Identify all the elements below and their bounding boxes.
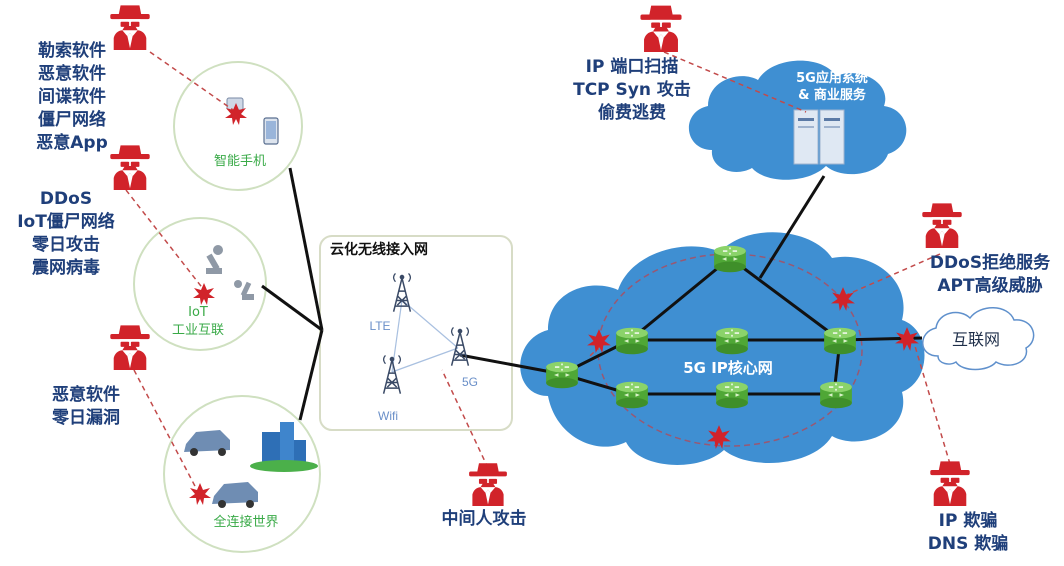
- attacker-icon: [110, 5, 150, 50]
- threats-core-right: DDoS拒绝服务 APT高级威胁: [930, 252, 1051, 296]
- 5g-label: 5G: [462, 375, 478, 389]
- threat-label: 恶意软件: [38, 63, 106, 84]
- threat-label: 零日攻击: [31, 234, 100, 255]
- internet-cloud: [922, 307, 1035, 371]
- access-network-box: [319, 235, 513, 431]
- internet-label: 互联网: [952, 330, 1000, 349]
- industrial-internet-label: 工业互联: [172, 323, 224, 338]
- threat-label: 中间人攻击: [442, 508, 527, 529]
- app-system-cloud: [688, 60, 907, 180]
- threats-mitm: 中间人攻击: [442, 508, 527, 529]
- router-icon: [615, 327, 649, 355]
- threat-label: TCP Syn 攻击: [573, 79, 691, 100]
- iot-label: IoT: [188, 305, 208, 320]
- threats-smartphone: 勒索软件 恶意软件 间谍软件 僵尸网络 恶意App: [36, 40, 108, 153]
- world-label: 全连接世界: [213, 514, 278, 530]
- threats-spoof: IP 欺骗 DNS 欺骗: [928, 510, 1009, 554]
- threat-label: IP 端口扫描: [586, 56, 679, 77]
- threat-label: 恶意App: [36, 132, 108, 153]
- threat-label: 僵尸网络: [38, 109, 106, 130]
- threat-label: DNS 欺骗: [928, 533, 1009, 554]
- threat-label: 震网病毒: [31, 257, 100, 278]
- threat-label: 间谍软件: [38, 86, 106, 107]
- smartphone-label: 智能手机: [214, 154, 266, 169]
- threat-label: IP 欺骗: [939, 510, 998, 531]
- car-icon: [184, 430, 258, 508]
- attacker-icon: [922, 203, 962, 248]
- server-icon: [793, 109, 845, 165]
- core-network-label: 5G IP核心网: [683, 359, 773, 377]
- robot-arm-icon: [206, 245, 254, 300]
- attacker-icon: [469, 463, 507, 506]
- router-icon: [545, 361, 579, 389]
- threats-iot: DDoS IoT僵尸网络 零日攻击 震网病毒: [17, 189, 115, 278]
- wifi-label: Wifi: [378, 409, 398, 423]
- attacker-icon: [110, 145, 150, 190]
- threat-label: 恶意软件: [52, 384, 120, 405]
- threats-world: 恶意软件 零日漏洞: [51, 384, 120, 428]
- router-icon: [819, 381, 853, 409]
- business-service-label: & 商业服务: [798, 87, 867, 103]
- router-icon: [715, 327, 749, 355]
- attacker-icon: [930, 461, 970, 506]
- app-system-label: 5G应用系统: [796, 70, 868, 86]
- router-icon: [823, 327, 857, 355]
- attacker-icon: [640, 5, 682, 52]
- threat-label: IoT僵尸网络: [17, 211, 115, 232]
- router-icon: [715, 381, 749, 409]
- smartphone-icon: [263, 117, 279, 145]
- router-icon: [713, 245, 747, 273]
- city-buildings-icon: [250, 422, 318, 472]
- threat-label: 勒索软件: [38, 40, 106, 61]
- router-icon: [615, 381, 649, 409]
- threat-label: DDoS: [40, 189, 92, 209]
- threat-label: 零日漏洞: [51, 408, 120, 428]
- attacker-icon: [110, 325, 150, 370]
- smartphone-circle: [173, 61, 303, 191]
- threat-label: DDoS拒绝服务: [930, 252, 1051, 273]
- threat-label: APT高级威胁: [937, 275, 1042, 296]
- threat-label: 偷费逃费: [598, 102, 666, 123]
- threats-app-system: IP 端口扫描 TCP Syn 攻击 偷费逃费: [573, 56, 691, 123]
- lte-label: LTE: [369, 319, 390, 333]
- access-network-title: 云化无线接入网: [330, 241, 428, 258]
- attack-paths: [125, 51, 951, 489]
